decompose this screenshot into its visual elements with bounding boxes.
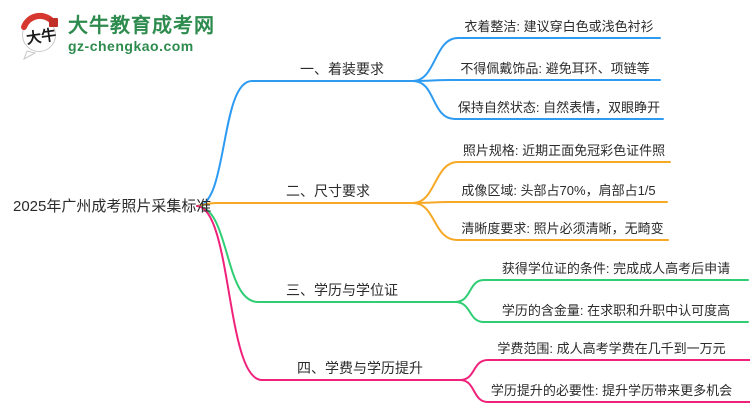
- edge-root-branch-1: [196, 80, 414, 207]
- branch-4-label: 四、学费与学历提升: [297, 360, 423, 376]
- leaf-label: 成像区域: 头部占70%，肩部占1/5: [461, 183, 656, 198]
- edge-branch-4-leaf-2: [459, 379, 750, 403]
- leaf-label: 学历提升的必要性: 提升学历带来更多机会: [490, 383, 733, 398]
- edge-root-branch-3: [196, 205, 456, 303]
- edge-branch-2-leaf-3: [412, 202, 669, 241]
- leaf-label: 保持自然状态: 自然表情，双眼睁开: [457, 100, 661, 115]
- edge-branch-4-leaf-1: [459, 359, 750, 381]
- edge-branch-2-leaf-1: [412, 161, 671, 204]
- leaf-label: 学历的含金量: 在求职和升职中认可度高: [501, 303, 731, 318]
- leaf-label: 照片规格: 近期正面免冠彩色证件照: [462, 143, 666, 158]
- edge-root-branch-2: [196, 202, 414, 207]
- edge-root-branch-4: [196, 205, 461, 381]
- branch-3-label: 三、学历与学位证: [286, 282, 398, 298]
- site-name: 大牛教育成考网: [68, 14, 215, 37]
- branch-1-label: 一、着装要求: [300, 61, 384, 77]
- site-logo: 大牛 大牛教育成考网 gz-chengkao.com: [14, 8, 215, 60]
- root-node-label: 2025年广州成考照片采集标准: [13, 198, 212, 215]
- leaf-label: 衣着整洁: 建议穿白色或浅色衬衫: [464, 19, 654, 34]
- leaf-label: 清晰度要求: 照片必须清晰，无畸变: [461, 221, 664, 236]
- edge-branch-3-leaf-1: [454, 279, 749, 303]
- logo-characters: 大牛: [25, 26, 57, 48]
- edge-branch-1-leaf-1: [412, 37, 661, 82]
- edge-branch-1-leaf-2: [412, 79, 661, 82]
- leaf-label: 获得学位证的条件: 完成成人高考后申请: [501, 261, 731, 276]
- branch-2-label: 二、尺寸要求: [286, 183, 370, 199]
- leaf-label: 学费范围: 成人高考学费在几千到一万元: [497, 341, 726, 356]
- bull-logo-icon: 大牛: [21, 12, 58, 60]
- edge-branch-1-leaf-3: [412, 80, 664, 120]
- leaf-label: 不得佩戴饰品: 避免耳环、项链等: [460, 61, 650, 76]
- edge-branch-2-leaf-2: [412, 201, 668, 204]
- edge-branch-3-leaf-2: [454, 301, 749, 323]
- site-url: gz-chengkao.com: [68, 37, 194, 54]
